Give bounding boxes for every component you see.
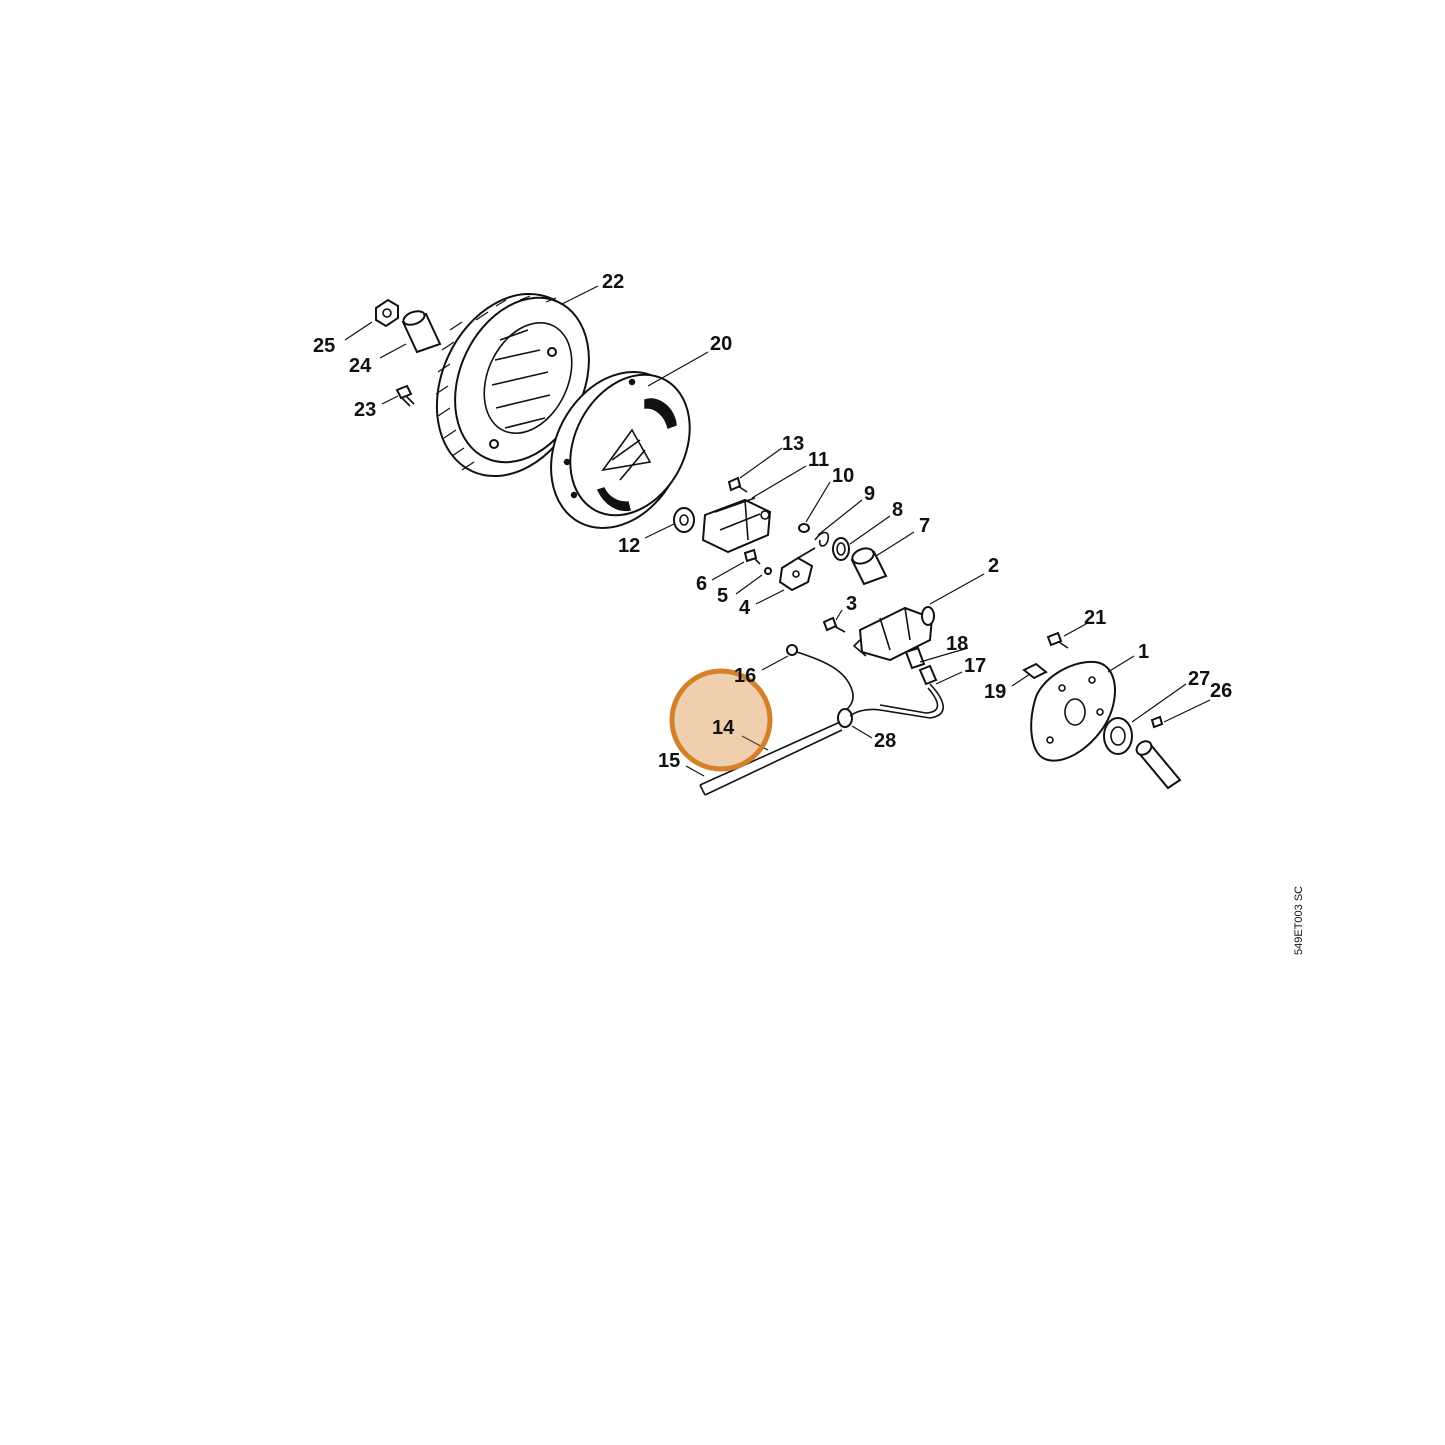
callout-8: 8	[892, 499, 903, 521]
part-7-cylinder[interactable]	[850, 546, 888, 586]
drawing-code: 549ET003 SC	[1293, 886, 1305, 955]
part-21-screw[interactable]	[1046, 631, 1069, 649]
part-20-flywheel[interactable]	[525, 348, 714, 551]
callout-28: 28	[874, 730, 896, 752]
callout-13: 13	[782, 433, 804, 455]
callout-12: 12	[618, 535, 640, 557]
part-1-base-plate[interactable]	[1030, 660, 1116, 762]
part-9-spring[interactable]	[814, 531, 830, 547]
part-23-screw[interactable]	[395, 384, 415, 407]
part-4-bracket[interactable]	[778, 547, 816, 592]
part-19-plate[interactable]	[1022, 662, 1048, 680]
part-24-sleeve[interactable]	[401, 309, 442, 354]
callout-20: 20	[710, 333, 732, 355]
callout-24: 24	[349, 355, 372, 377]
callout-25: 25	[313, 335, 335, 357]
part-27-seal[interactable]	[1103, 717, 1133, 755]
callout-2: 2	[988, 555, 999, 577]
part-11-housing[interactable]	[701, 497, 772, 554]
callout-9: 9	[864, 483, 875, 505]
part-2-ignition-coil[interactable]	[852, 606, 935, 662]
part-13-screw[interactable]	[727, 476, 748, 493]
part-15-cable[interactable]	[699, 721, 843, 796]
callout-22: 22	[602, 271, 624, 293]
part-16-ground-wire[interactable]	[786, 644, 854, 715]
callout-14: 14	[712, 717, 735, 739]
callout-17: 17	[964, 655, 986, 677]
callout-18: 18	[946, 633, 968, 655]
callout-3: 3	[846, 593, 857, 615]
callout-6: 6	[696, 573, 707, 595]
callout-26: 26	[1210, 680, 1232, 702]
part-26-key[interactable]	[1150, 715, 1164, 729]
callout-21: 21	[1084, 607, 1106, 629]
part-10-nut[interactable]	[798, 523, 810, 533]
callout-10: 10	[832, 465, 854, 487]
callout-19: 19	[984, 681, 1006, 703]
callout-1: 1	[1138, 641, 1149, 663]
part-18-connector[interactable]	[904, 646, 926, 670]
callout-4: 4	[739, 597, 751, 619]
callout-27: 27	[1188, 668, 1210, 690]
leader-lines	[344, 285, 1211, 777]
highlight-circle	[669, 668, 773, 772]
part-6-screw[interactable]	[743, 548, 761, 565]
part-25-nut[interactable]	[375, 298, 399, 328]
callout-15: 15	[658, 750, 680, 772]
part-12-bushing[interactable]	[673, 507, 695, 533]
part-17-boot[interactable]	[918, 664, 938, 686]
part-8-ring[interactable]	[832, 537, 850, 561]
callout-23: 23	[354, 399, 376, 421]
callout-labels: 1 2 3 4 5 6 7 8 9 10 11 12 13 14 15 16 1…	[313, 271, 1232, 772]
callout-5: 5	[717, 585, 728, 607]
part-5-washer[interactable]	[764, 567, 772, 575]
part-28-grommet[interactable]	[837, 683, 944, 728]
callout-16: 16	[734, 665, 756, 687]
callout-11: 11	[808, 449, 829, 471]
part-3-screw[interactable]	[822, 616, 846, 633]
callout-7: 7	[919, 515, 930, 537]
crankshaft-end	[1135, 740, 1182, 790]
